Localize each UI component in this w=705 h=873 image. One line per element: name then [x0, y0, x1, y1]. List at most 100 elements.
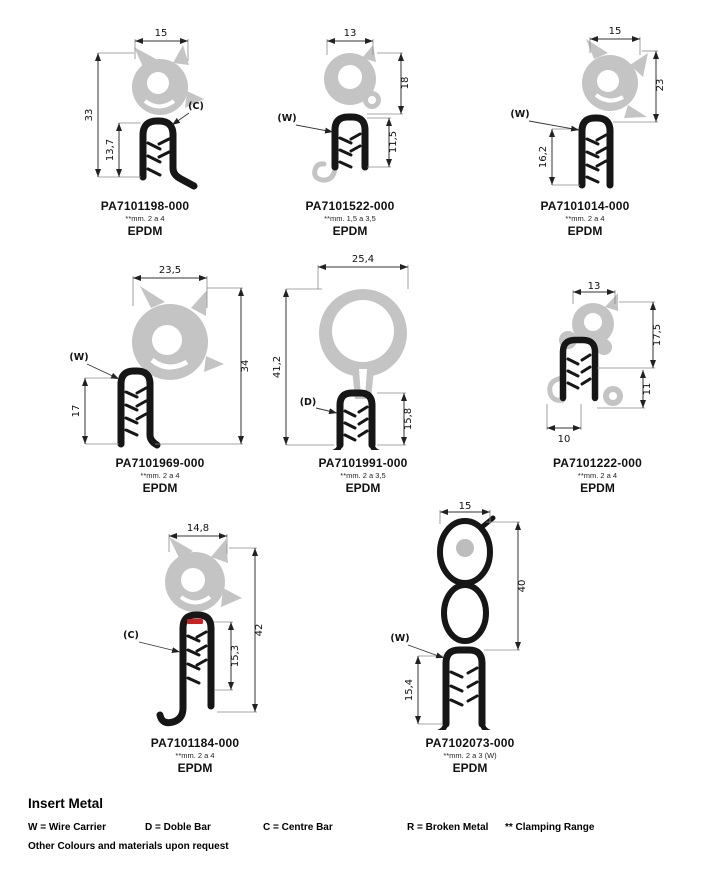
dim-top-width-label: 14,8: [187, 523, 209, 534]
profile-caption: PA7101222-000 **mm. 2 a 4 EPDM: [505, 456, 690, 495]
dim-bulb-height-label: 40: [517, 580, 528, 593]
sponge-bulb: [582, 39, 648, 118]
dimension-top-width: 15: [134, 28, 189, 61]
dim-clamp-height-label: 13,7: [105, 139, 116, 161]
profile-card-pa7101991: 25,4 41,2 15,8 (D) PA7101991-000 **mm. 2…: [268, 253, 458, 495]
dim-overall-height-label: 42: [254, 624, 265, 637]
insert-callout: (C): [123, 630, 181, 654]
dim-bulb-height-label: 18: [400, 77, 411, 90]
profile-card-pa7101014: 15 23 16,2 (W) PA7101014-000 **mm. 2 a 4…: [490, 25, 680, 238]
profile-drawing: 15 33 13,7 (C): [84, 28, 204, 190]
dimension-clamp-height: 15,8: [377, 392, 414, 446]
insert-label: (C): [188, 101, 204, 112]
profile-code: PA7101184-000: [150, 736, 240, 750]
profile-card-pa7101969: 23,5 34 17 (W) PA7101969-000 **mm. 2 a 4…: [55, 258, 265, 495]
sponge-bulb: [165, 537, 242, 612]
sponge-hook: [312, 161, 338, 183]
clamping-range: **mm. 2 a 4: [565, 214, 605, 223]
insert-callout: (W): [277, 113, 334, 134]
dim-clamp-height-label: 17: [71, 405, 82, 418]
profile-card-pa7101222: 13 17,5 11 10 PA7101222-000 **mm. 2 a 4 …: [505, 280, 690, 495]
dim-overall-height-label: 34: [240, 360, 251, 373]
dimension-top-width: 25,4: [317, 254, 409, 289]
insert-callout: (D): [300, 397, 338, 415]
profile-drawing: 15 40 15,4 (W): [390, 501, 528, 735]
metal-clamp: [139, 117, 198, 190]
dim-upper-height-label: 17,5: [652, 324, 663, 346]
legend-centre-bar: C = Centre Bar: [263, 822, 333, 833]
profile-code: PA7101222-000: [552, 456, 643, 470]
profile-drawing: 25,4 41,2 15,8 (D): [272, 254, 414, 455]
metal-clamp: [117, 367, 161, 449]
dimension-clamp-height: 17: [71, 377, 119, 445]
profile-drawing: 13 17,5 11 10: [546, 281, 663, 445]
profile-drawing: 14,8 42 15,3 (C): [123, 523, 265, 727]
profile-caption: PA7101991-000 **mm. 2 a 3,5 EPDM: [268, 456, 458, 495]
clamping-range: **mm. 2 a 4: [140, 471, 180, 480]
insert-label: (D): [300, 397, 317, 408]
dimension-top-width: 23,5: [132, 265, 208, 308]
material-label: EPDM: [580, 481, 615, 495]
metal-clamp: [331, 113, 369, 171]
sponge-bulb: [324, 45, 381, 109]
legend-wire-carrier: W = Wire Carrier: [28, 822, 106, 833]
dim-clamp-height-label: 15,3: [230, 645, 241, 667]
dim-top-width-label: 15: [155, 28, 168, 39]
dimension-upper-height: 17,5: [597, 301, 663, 369]
clamping-range: **mm. 2 a 3 (W): [443, 751, 497, 760]
dimension-bulb-height: 18: [367, 52, 411, 115]
insert-label: (W): [390, 633, 409, 644]
profile-code: PA7101014-000: [540, 199, 630, 213]
dim-clamp-height-label: 15,8: [403, 408, 414, 430]
dimension-bulb-height: 40: [484, 521, 528, 651]
sponge-bulb: [547, 293, 623, 406]
dim-top-width-label: 23,5: [159, 265, 181, 276]
profile-code: PA7101522-000: [305, 199, 395, 213]
red-insert-mark: [187, 619, 203, 624]
material-label: EPDM: [332, 224, 368, 238]
metal-clamp: [436, 646, 492, 735]
sponge-bulb: [132, 286, 224, 380]
dimension-bottom-width: 10: [546, 404, 582, 445]
insert-callout: (W): [390, 633, 445, 659]
legend-broken-metal: R = Broken Metal: [407, 822, 489, 833]
dim-top-width-label: 13: [344, 28, 357, 39]
dim-top-width-label: 15: [459, 501, 472, 512]
dimension-top-width: 14,8: [168, 523, 228, 554]
insert-label: (C): [123, 630, 139, 641]
insert-metal-heading: Insert Metal: [28, 796, 104, 811]
profile-code: PA7102073-000: [425, 736, 515, 750]
other-colours-note: Other Colours and materials upon request: [28, 841, 229, 852]
legend-doble-bar: D = Doble Bar: [145, 822, 211, 833]
profile-code: PA7101969-000: [115, 456, 205, 470]
profile-card-pa7101184: 14,8 42 15,3 (C) PA7101184-000 **mm. 2 a…: [95, 522, 295, 775]
profile-card-pa7102073: 15 40 15,4 (W) PA7102073-000 **mm. 2 a 3…: [370, 500, 570, 775]
profile-card-pa7101198: 15 33 13,7 (C) PA7101198-000 **mm. 2 a 4…: [40, 25, 250, 238]
material-label: EPDM: [452, 761, 488, 775]
insert-callout: (W): [510, 109, 580, 132]
material-label: EPDM: [142, 481, 178, 495]
dim-top-width-label: 13: [588, 281, 601, 292]
dimension-clamp-height: 11,5: [367, 117, 399, 168]
insert-callout: (W): [69, 352, 120, 380]
profile-caption: PA7101969-000 **mm. 2 a 4 EPDM: [55, 456, 265, 495]
dim-top-width-label: 15: [609, 26, 622, 37]
profile-caption: PA7101014-000 **mm. 2 a 4 EPDM: [490, 199, 680, 238]
material-label: EPDM: [177, 761, 213, 775]
profile-caption: PA7101198-000 **mm. 2 a 4 EPDM: [40, 199, 250, 238]
dim-overall-height-label: 41,2: [272, 356, 283, 378]
dimension-clamp-height: 16,2: [538, 128, 580, 186]
insert-label: (W): [510, 109, 529, 120]
profile-drawing: 13 18 11,5 (W): [277, 28, 411, 183]
dim-bulb-height-label: 23: [655, 79, 666, 92]
profile-code: PA7101198-000: [100, 199, 190, 213]
profile-caption: PA7102073-000 **mm. 2 a 3 (W) EPDM: [370, 736, 570, 775]
clamping-range: **mm. 2 a 4: [577, 471, 618, 480]
dimension-lower-height: 11: [597, 370, 653, 409]
clamping-range: **mm. 2 a 3,5: [340, 471, 386, 480]
dimension-top-width: 15: [589, 26, 641, 55]
dim-bottom-width-label: 10: [558, 434, 571, 445]
clamping-range: **mm. 1,5 a 3,5: [324, 214, 376, 223]
clamping-range: **mm. 2 a 4: [175, 751, 215, 760]
